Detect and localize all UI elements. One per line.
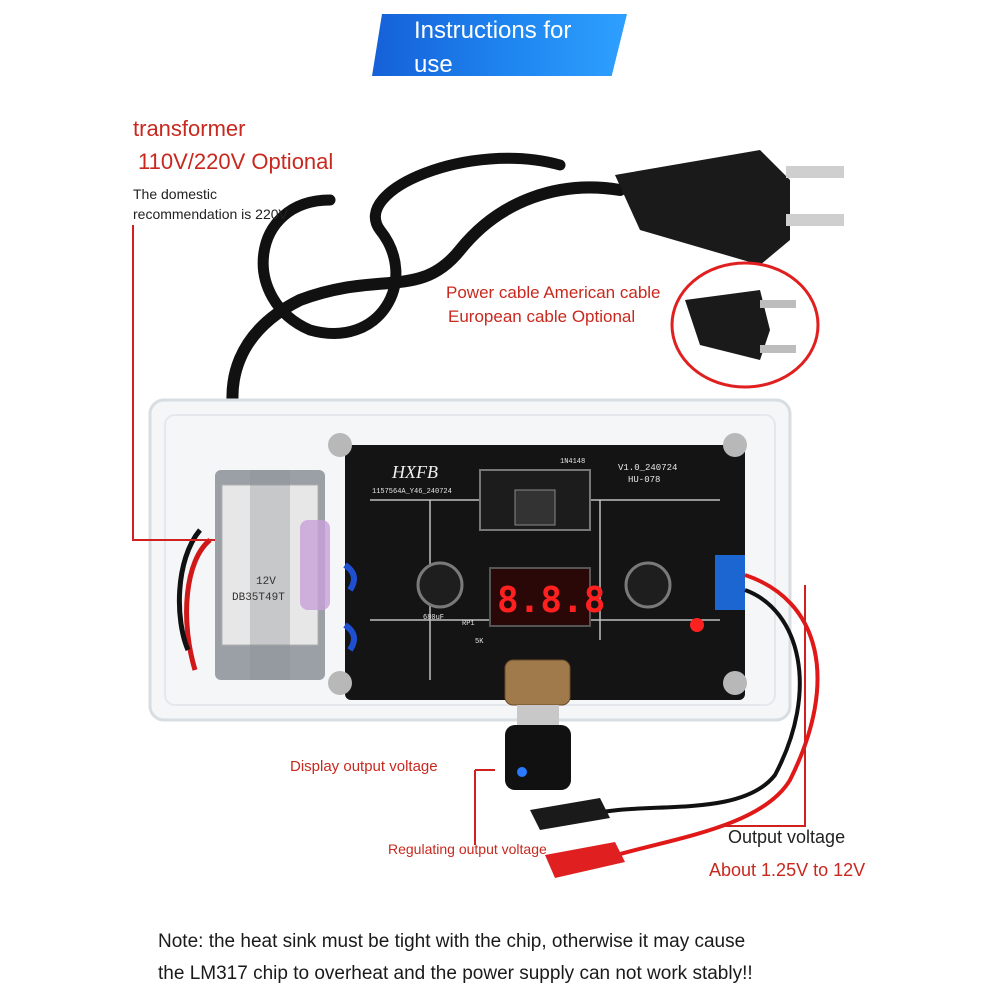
product-photo bbox=[132, 150, 844, 878]
label-power-cable-2: European cable Optional bbox=[448, 307, 636, 326]
us-plug-icon bbox=[615, 150, 844, 265]
potentiometer bbox=[504, 659, 571, 725]
pcb-resistor-label: 5K bbox=[475, 638, 484, 646]
label-regulating-output: Regulating output voltage bbox=[388, 841, 547, 857]
transformer-voltage-label: 12V bbox=[256, 576, 276, 588]
label-display-output: Display output voltage bbox=[290, 758, 438, 775]
label-voltage-option: 110V/220V Optional bbox=[138, 149, 334, 174]
label-output-voltage: Output voltage bbox=[728, 827, 846, 847]
pcb-diode-label: 1N4148 bbox=[560, 458, 585, 466]
transformer-model-label: DB35T49T bbox=[232, 592, 285, 604]
pcb-capacitor-label: 680uF bbox=[423, 614, 444, 622]
label-domestic-1: The domestic bbox=[133, 186, 218, 202]
eu-plug-inset bbox=[670, 261, 820, 389]
instructions-banner: Instructions for use bbox=[372, 14, 627, 76]
banner-line1: Instructions for bbox=[414, 17, 572, 44]
label-power-cable-1: Power cable American cable bbox=[446, 283, 661, 302]
note-line1: Note: the heat sink must be tight with t… bbox=[158, 931, 746, 952]
label-output-range: About 1.25V to 12V bbox=[709, 860, 866, 880]
display-digits: 8.8.8 bbox=[497, 580, 605, 621]
pcb-version: V1.0_240724 bbox=[618, 463, 677, 473]
transformer-block bbox=[215, 470, 330, 680]
banner-line2: use bbox=[414, 51, 453, 78]
pcb-rp-label: RP1 bbox=[462, 620, 475, 628]
pcb-board bbox=[328, 433, 747, 700]
label-transformer: transformer bbox=[133, 116, 246, 141]
pcb-brand: HXFB bbox=[391, 462, 438, 482]
pcb-text-layer: HXFB V1.0_240724 HU-078 1157564A_Y46_240… bbox=[232, 458, 677, 646]
knob-icon bbox=[505, 725, 571, 790]
note-line2: the LM317 chip to overheat and the power… bbox=[158, 963, 753, 984]
black-clip-icon bbox=[530, 798, 610, 830]
callout-lines bbox=[132, 225, 806, 845]
red-clip-icon bbox=[545, 842, 625, 878]
warning-note: Note: the heat sink must be tight with t… bbox=[158, 926, 878, 990]
pcb-code: 1157564A_Y46_240724 bbox=[372, 488, 452, 496]
pcb-model: HU-078 bbox=[628, 475, 660, 485]
label-domestic-2: recommendation is 220V bbox=[133, 206, 288, 222]
power-cord-loop bbox=[257, 152, 566, 339]
